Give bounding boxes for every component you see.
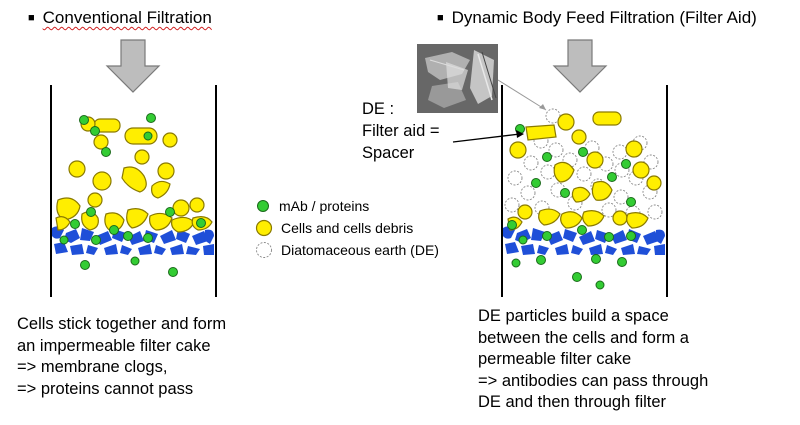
- caption-line: between the cells and form a: [478, 328, 689, 347]
- de-pointer-arrowhead-black: [516, 130, 524, 138]
- left-membrane: [52, 226, 215, 256]
- left-down-arrow: [105, 39, 161, 93]
- de-pointer-arrowhead-gray: [539, 104, 546, 110]
- caption-line: permeable filter cake: [478, 350, 632, 368]
- right-title: ■ Dynamic Body Feed Filtration (Filter Ai…: [437, 8, 757, 28]
- caption-line: DE particles build a space: [478, 307, 669, 325]
- bullet-icon: ■: [28, 12, 35, 24]
- left-cells: [55, 116, 213, 233]
- caption-line: an impermeable filter cake: [17, 336, 211, 355]
- protein-icon: [257, 200, 269, 212]
- caption-line: => antibodies can pass through: [478, 371, 709, 390]
- de-label: DE : Filter aid = Spacer: [362, 98, 440, 164]
- legend-item-de: Diatomaceous earth (DE): [255, 239, 439, 261]
- legend-item-cells: Cells and cells debris: [255, 217, 439, 239]
- right-title-text: Dynamic Body Feed Filtration (Filter Aid…: [451, 8, 757, 27]
- de-micrograph-image: [417, 44, 498, 113]
- legend-protein-label: mAb / proteins: [279, 198, 370, 214]
- caption-line: Cells stick together and form: [17, 315, 227, 333]
- legend-item-protein: mAb / proteins: [255, 195, 439, 217]
- right-down-arrow: [552, 39, 608, 93]
- caption-line: => membrane clogs,: [17, 358, 168, 376]
- legend-cells-label: Cells and cells debris: [281, 220, 414, 236]
- legend-de-label: Diatomaceous earth (DE): [281, 242, 439, 258]
- left-title-text: Conventional Filtration: [42, 8, 212, 27]
- right-proteins: [507, 124, 636, 290]
- left-title: ■ Conventional Filtration: [28, 8, 212, 28]
- de-label-line: Filter aid =: [362, 122, 440, 140]
- de-pointer-line-gray: [497, 79, 547, 111]
- caption-line: => proteins cannot pass: [17, 379, 194, 398]
- de-label-line: DE :: [362, 100, 395, 118]
- right-caption: DE particles build a space between the c…: [478, 306, 708, 414]
- cell-icon: [255, 219, 273, 237]
- bullet-icon: ■: [437, 12, 444, 24]
- left-caption: Cells stick together and form an imperme…: [17, 314, 226, 400]
- legend: mAb / proteins Cells and cells debris Di…: [255, 195, 439, 261]
- caption-line: DE and then through filter: [478, 393, 667, 411]
- de-pointer-line-black: [452, 133, 521, 143]
- de-label-line: Spacer: [362, 144, 415, 162]
- de-particle-icon: [256, 242, 272, 258]
- left-proteins: [59, 113, 206, 277]
